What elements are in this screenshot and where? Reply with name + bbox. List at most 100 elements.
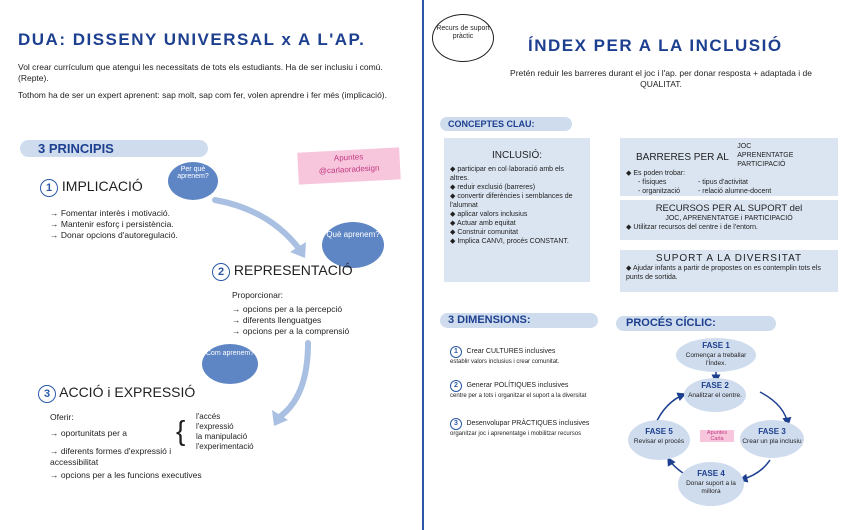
- barriers-side-label: JOC APRENENTATGE PARTICIPACIÓ: [737, 143, 794, 168]
- dimension-2: 2 Generar POLÍTIQUES inclusives centre p…: [450, 374, 620, 401]
- dimension-1-sub: establir valors inclusius i crear comuni…: [450, 359, 560, 365]
- phase-3-label: FASE 3: [758, 427, 786, 436]
- list-item: - relació alumne-docent: [698, 188, 772, 195]
- why-bubble: Per què aprenem?: [168, 162, 218, 200]
- resources-title: RECURSOS PER AL SUPORT del: [655, 203, 803, 214]
- dimension-2-text: Generar POLÍTIQUES inclusives: [466, 382, 569, 389]
- how-bubble: Com aprenem?: [202, 344, 258, 384]
- right-subtitle: Pretén reduir les barreres durant el joc…: [510, 68, 812, 89]
- list-item: → diferents llenguatges: [232, 315, 322, 325]
- dimension-3: 3 Desenvolupar PRÀCTIQUES inclusives org…: [450, 412, 620, 439]
- principle-2-title: REPRESENTACIÓ: [233, 262, 353, 278]
- list-item: - tipus d'activitat: [698, 179, 748, 186]
- what-bubble-text: Què aprenem?: [326, 230, 380, 239]
- principle-3-item-3: → opcions per a les funcions executives: [50, 470, 202, 480]
- dimension-3-text: Desenvolupar PRÀCTIQUES inclusives: [466, 420, 590, 427]
- barriers-types: - físiques - organització - tipus d'activ…: [626, 178, 832, 196]
- list-item: - organització: [638, 188, 681, 195]
- principle-1-number: 1: [40, 179, 58, 197]
- right-title: ÍNDEX PER A LA INCLUSIÓ: [528, 36, 783, 55]
- list-item: ◆ Actuar amb equitat: [450, 220, 516, 227]
- principle-2-heading: 2 REPRESENTACIÓ: [212, 262, 353, 281]
- principle-3-number: 3: [38, 385, 56, 403]
- principle-2-lead: Proporcionar:: [232, 290, 284, 300]
- left-title: DUA: DISSENY UNIVERSAL x A L'AP.: [18, 30, 366, 49]
- dimensions-heading: 3 DIMENSIONS:: [440, 313, 598, 328]
- principle-1-title: IMPLICACIÓ: [61, 178, 143, 194]
- resources-item: ◆ Utilitzar recursos del centre i de l'e…: [626, 224, 758, 231]
- phase-2-text: Analitzar el centre.: [688, 392, 742, 399]
- key-concepts-heading: CONCEPTES CLAU:: [440, 117, 572, 131]
- support-badge: Recurs de suport pràctic: [432, 14, 494, 62]
- list-item: l'expressió: [196, 422, 234, 431]
- principle-1-list: → Fomentar interès i motivació. → Manten…: [50, 208, 178, 241]
- curve-arrow-icon: [272, 340, 311, 426]
- apuntes-sticker: Apuntes @carlaoradesign: [297, 147, 401, 185]
- diversity-item: ◆ Ajudar infants a partir de propostes o…: [626, 265, 821, 281]
- brace-icon: {: [176, 415, 186, 446]
- principle-3-heading: 3 ACCIÓ i EXPRESSIÓ: [38, 384, 195, 403]
- inclusion-box: INCLUSIÓ: ◆ participar en col·laboració …: [444, 138, 590, 282]
- list-item: ◆ Implica CANVI, procés CONSTANT.: [450, 238, 569, 245]
- dimension-3-sub: organitzar joc i aprenentatge i mobilitz…: [450, 431, 582, 437]
- intro-paragraph-2: Tothom ha de ser un expert aprenent: sap…: [18, 90, 387, 100]
- intro-paragraph-1: Vol crear currículum que atengui les nec…: [18, 62, 383, 83]
- dimension-2-sub: centre per a tots i organitzar el suport…: [450, 393, 587, 399]
- phase-4-label: FASE 4: [697, 469, 725, 478]
- list-item: l'experimentació: [196, 442, 254, 451]
- dimension-3-number: 3: [450, 418, 462, 430]
- dimension-1-number: 1: [450, 346, 462, 358]
- list-item: → opcions per a la percepció: [232, 304, 343, 314]
- barriers-box: BARRERES PER AL JOC APRENENTATGE PARTICI…: [620, 138, 838, 196]
- principle-2-list: → opcions per a la percepció → diferents…: [232, 304, 349, 337]
- list-item: ◆ aplicar valors inclusius: [450, 211, 528, 218]
- support-badge-text: Recurs de suport pràctic: [436, 25, 490, 40]
- phase-1: FASE 1 Començar a treballar l'Índex.: [676, 338, 756, 372]
- phase-5-label: FASE 5: [645, 427, 673, 436]
- list-item: ◆ Construir comunitat: [450, 229, 519, 236]
- phase-3-text: Crear un pla inclusiu: [742, 438, 802, 445]
- list-item: la manipulació: [196, 432, 248, 441]
- principle-1-heading: 1 IMPLICACIÓ: [40, 178, 143, 197]
- diversity-box: SUPORT A LA DIVERSITAT ◆ Ajudar infants …: [620, 250, 838, 292]
- list-item: → Donar opcions d'autoregulació.: [50, 230, 178, 240]
- diversity-title: SUPORT A LA DIVERSITAT: [655, 253, 803, 264]
- inclusion-list: ◆ participar en col·laboració amb els al…: [450, 165, 584, 246]
- principle-3-item-1: → oportunitats per a: [50, 428, 128, 438]
- dimension-1: 1 Crear CULTURES inclusives establir val…: [450, 340, 620, 367]
- how-bubble-text: Com aprenem?: [205, 350, 255, 357]
- phase-4-text: Donar suport a la millora: [686, 480, 736, 495]
- cycle-center-sticker: Apuntes Carla: [700, 430, 734, 442]
- list-item: ◆ reduir exclusió (barreres): [450, 184, 536, 191]
- barriers-title: BARRERES PER AL: [636, 151, 729, 163]
- phase-1-label: FASE 1: [702, 341, 730, 350]
- phase-2-label: FASE 2: [701, 381, 729, 390]
- why-bubble-text: Per què aprenem?: [177, 166, 209, 180]
- list-item: → Fomentar interès i motivació.: [50, 208, 170, 218]
- phase-5: FASE 5 Revisar el procés: [628, 420, 690, 460]
- barriers-lead: ◆ Es poden trobar:: [626, 170, 686, 177]
- phase-5-text: Revisar el procés: [633, 438, 685, 445]
- curve-arrow-icon: [212, 197, 306, 258]
- what-bubble: Què aprenem?: [322, 222, 384, 268]
- principle-3-access-list: l'accés l'expressió la manipulació l'exp…: [196, 412, 254, 452]
- phase-1-text: Començar a treballar l'Índex.: [685, 352, 747, 367]
- principle-3-lead: Oferir:: [50, 412, 74, 422]
- list-item: - físiques: [638, 179, 667, 186]
- list-item: → opcions per a la comprensió: [232, 326, 350, 336]
- resources-box: RECURSOS PER AL SUPORT del JOC, APRENENT…: [620, 200, 838, 240]
- phase-3: FASE 3 Crear un pla inclusiu: [740, 420, 804, 458]
- principle-3-title: ACCIÓ i EXPRESSIÓ: [59, 384, 196, 400]
- inclusion-title: INCLUSIÓ:: [491, 150, 542, 161]
- dimension-1-text: Crear CULTURES inclusives: [466, 348, 556, 355]
- principles-heading: 3 PRINCIPIS: [20, 140, 208, 157]
- list-item: → Mantenir esforç i persistència.: [50, 219, 174, 229]
- phase-4: FASE 4 Donar suport a la millora: [678, 462, 744, 506]
- principle-3-item-2: → diferents formes d'expressió i accessi…: [50, 446, 172, 467]
- cycle-heading: PROCÉS CÍCLIC:: [616, 316, 776, 331]
- list-item: ◆ convertir diferències i semblances de …: [450, 193, 573, 209]
- phase-2: FASE 2 Analitzar el centre.: [684, 378, 746, 412]
- dimension-2-number: 2: [450, 380, 462, 392]
- page-divider: [422, 0, 424, 530]
- list-item: l'accés: [196, 412, 221, 421]
